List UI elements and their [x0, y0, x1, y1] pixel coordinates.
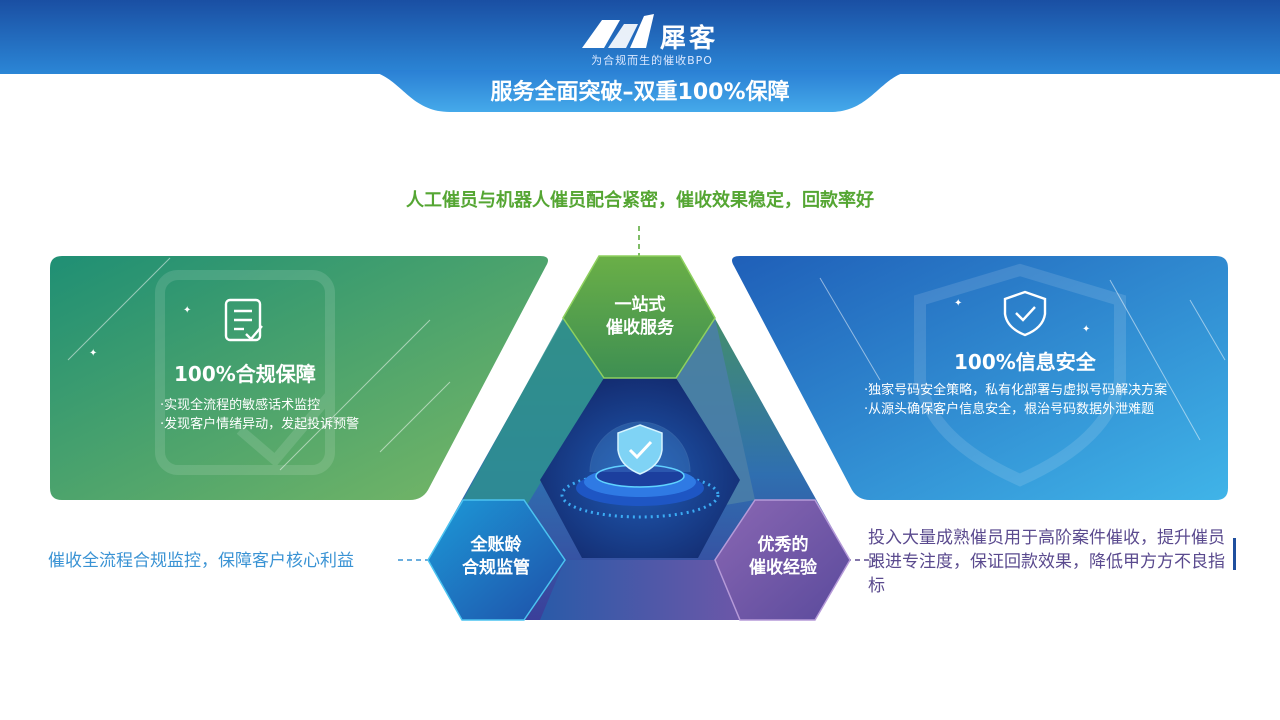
- right-hexagon: [714, 499, 851, 621]
- top-hexagon-label-line: 催收服务: [606, 318, 674, 338]
- shield-check-icon: [1003, 290, 1047, 337]
- right-card-title: 100%信息安全: [954, 350, 1096, 374]
- right-hexagon-label-line: 催收经验: [749, 558, 817, 578]
- left-card-bullet: ·实现全流程的敏感话术监控: [160, 398, 321, 413]
- right-hexagon-label: 优秀的 催收经验: [723, 534, 843, 580]
- left-note: 催收全流程合规监控，保障客户核心利益: [48, 551, 354, 571]
- right-card-bullet: ·独家号码安全策略，私有化部署与虚拟号码解决方案: [864, 383, 1168, 398]
- svg-text:✦: ✦: [954, 298, 962, 309]
- svg-text:✦: ✦: [89, 348, 97, 359]
- brand-logo-icon: [580, 14, 656, 54]
- right-note-marker: [1233, 538, 1236, 570]
- left-hexagon-label-line: 全账龄: [470, 535, 522, 555]
- top-note: 人工催员与机器人催员配合紧密，催收效果稳定，回款率好: [406, 190, 874, 211]
- left-hexagon-label: 全账龄 合规监管: [436, 534, 556, 580]
- left-card-bullet: ·发现客户情绪异动，发起投诉预警: [160, 417, 360, 432]
- brand-name: 犀客: [660, 24, 719, 54]
- top-hexagon: [562, 255, 716, 379]
- left-card-bullets: ·实现全流程的敏感话术监控 ·发现客户情绪异动，发起投诉预警: [160, 396, 359, 434]
- svg-text:✦: ✦: [1082, 324, 1090, 335]
- left-hexagon-label-line: 合规监管: [462, 558, 530, 578]
- bottom-band: [540, 560, 740, 620]
- document-check-icon: [224, 298, 263, 342]
- right-hexagon-label-line: 优秀的: [757, 535, 809, 555]
- left-card-title: 100%合规保障: [174, 362, 316, 386]
- top-hexagon-label: 一站式 催收服务: [580, 294, 700, 340]
- left-hexagon: [427, 499, 566, 621]
- right-card-bg: [732, 256, 1228, 500]
- right-card-bullet: ·从源头确保客户信息安全，根治号码数据外泄难题: [864, 402, 1155, 417]
- brand-slogan: 为合规而生的催收BPO: [591, 54, 713, 67]
- core-shield-icon: [617, 424, 663, 475]
- right-note: 投入大量成熟催员用于高阶案件催收，提升催员跟进专注度，保证回款效果，降低甲方方不…: [868, 528, 1225, 596]
- svg-text:✦: ✦: [183, 305, 191, 316]
- right-card-bullets: ·独家号码安全策略，私有化部署与虚拟号码解决方案 ·从源头确保客户信息安全，根治…: [864, 381, 1167, 419]
- top-hexagon-label-line: 一站式: [614, 295, 666, 315]
- page-title: 服务全面突破–双重100%保障: [490, 80, 790, 105]
- header-banner: [0, 0, 1280, 112]
- left-card-bg: [50, 256, 548, 500]
